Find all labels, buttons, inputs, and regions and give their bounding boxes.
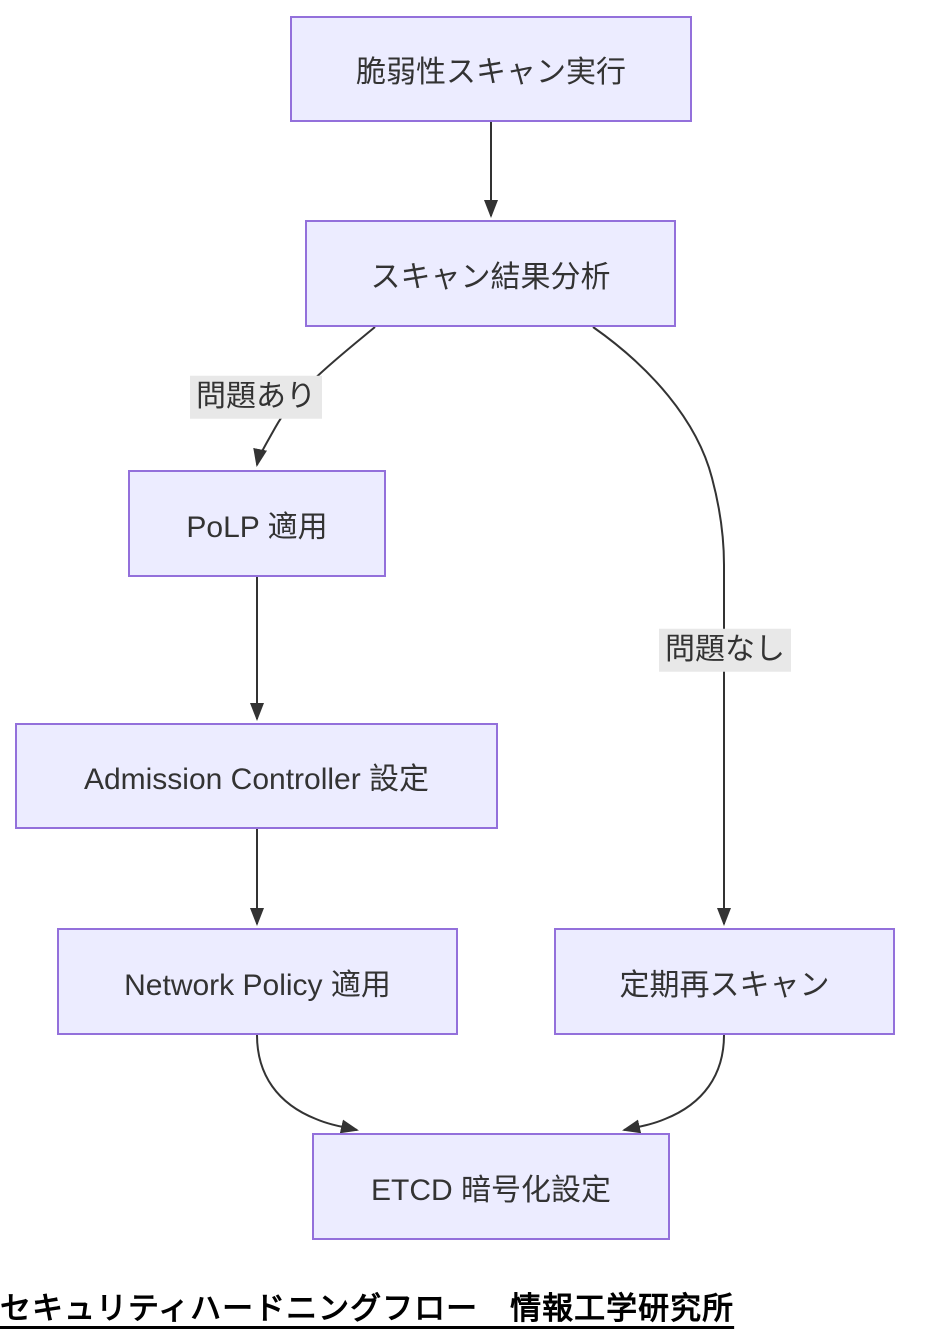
edge-analysis-to-rescan	[592, 326, 731, 926]
node-label: Network Policy 適用	[124, 968, 391, 1002]
edge-netpolicy-to-etcd	[256, 1034, 359, 1134]
node-admission-controller: Admission Controller 設定	[15, 723, 498, 829]
node-label: 脆弱性スキャン実行	[356, 56, 626, 89]
edge-rescan-to-etcd	[622, 1034, 725, 1134]
edge-label-no-problem: 問題なし	[659, 628, 791, 672]
node-label: PoLP 適用	[186, 510, 328, 544]
node-vulnerability-scan: 脆弱性スキャン実行	[290, 16, 692, 122]
node-label: Admission Controller 設定	[83, 763, 430, 796]
edge-label-problem-found: 問題あり	[190, 375, 322, 419]
node-polp-apply: PoLP 適用	[128, 470, 386, 577]
node-label: スキャン結果分析	[370, 260, 611, 294]
node-label: 定期再スキャン	[619, 968, 830, 1002]
node-etcd-encryption: ETCD 暗号化設定	[312, 1133, 670, 1240]
node-label: ETCD 暗号化設定	[371, 1173, 611, 1207]
node-network-policy: Network Policy 適用	[57, 928, 458, 1035]
node-scan-result-analysis: スキャン結果分析	[305, 220, 676, 327]
node-periodic-rescan: 定期再スキャン	[554, 928, 895, 1035]
diagram-caption: セキュリティハードニングフロー 情報工学研究所	[0, 1291, 735, 1326]
